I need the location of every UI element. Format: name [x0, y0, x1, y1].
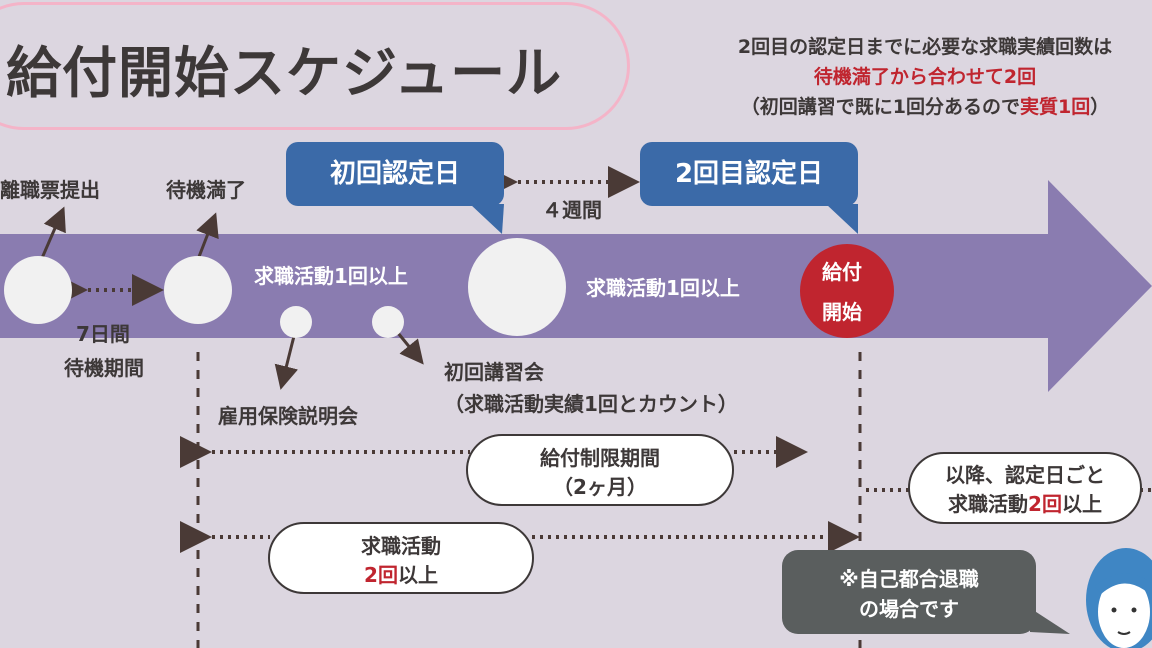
- label-waiting-period: 待機期間: [64, 356, 144, 380]
- callout-second-certification: 2回目認定日: [640, 142, 858, 206]
- benefit-start-marker: [800, 244, 894, 338]
- label-period-days: 7日間: [76, 322, 130, 346]
- label-benefit-2: 開始: [822, 300, 862, 324]
- label-first-seminar-note: （求職活動実績1回とカウント）: [444, 392, 738, 416]
- label-activity-1: 求職活動1回以上: [254, 264, 408, 288]
- note-line-3: （初回講習で既に1回分あるので実質1回）: [740, 96, 1110, 118]
- label-four-weeks: ４週間: [542, 198, 602, 222]
- pill-after: 以降、認定日ごと 求職活動2回以上: [908, 452, 1142, 524]
- label-first-seminar: 初回講習会: [444, 360, 544, 384]
- bubble-tail: [1030, 608, 1070, 634]
- pill-job-activity: 求職活動 2回以上: [268, 522, 534, 594]
- label-insurance-briefing: 雇用保険説明会: [218, 404, 358, 428]
- callout-first-certification: 初回認定日: [286, 142, 504, 206]
- seminar-marker: [372, 306, 404, 338]
- callout-first-tail: [470, 204, 504, 234]
- note-line-1: 2回目の認定日までに必要な求職実績回数は: [737, 36, 1113, 58]
- page-title: 給付開始スケジュール: [6, 41, 563, 105]
- self-resignation-note: ※自己都合退職 の場合です: [782, 550, 1036, 634]
- title-frame: [0, 2, 630, 130]
- wait-end-marker: [164, 256, 232, 324]
- pill-restriction-period: 給付制限期間 （2ヶ月）: [466, 434, 734, 506]
- separation-marker: [4, 256, 72, 324]
- label-benefit-1: 給付: [822, 260, 862, 284]
- timeline-arrowhead: [1048, 180, 1152, 392]
- callout-second-tail: [826, 204, 858, 234]
- note-line-2: 待機満了から合わせて2回: [813, 66, 1037, 88]
- briefing-marker: [280, 306, 312, 338]
- person-icon: [1086, 548, 1152, 648]
- label-activity-2: 求職活動1回以上: [586, 276, 740, 300]
- first-certification-marker: [468, 238, 566, 336]
- label-wait-end: 待機満了: [166, 178, 246, 202]
- label-separation: 離職票提出: [0, 178, 100, 202]
